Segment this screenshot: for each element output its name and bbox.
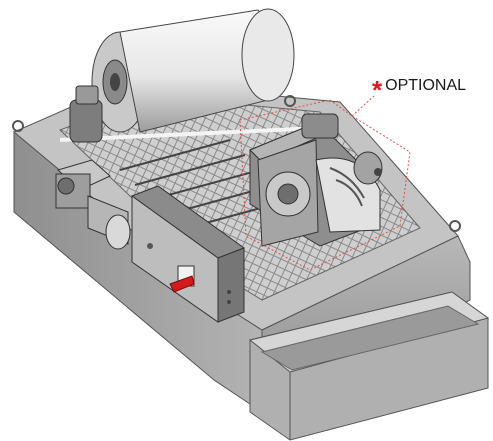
gear-motor: [55, 159, 131, 250]
optional-unit: [249, 113, 383, 247]
optional-outline: [239, 99, 411, 271]
main-switch: [169, 265, 195, 293]
optional-marker: *: [372, 75, 383, 105]
optional-label: OPTIONAL: [385, 77, 467, 94]
drum-motor: [69, 85, 103, 143]
optional-callout: * OPTIONAL: [372, 75, 467, 105]
paper-drum: [91, 8, 295, 133]
control-box: [130, 185, 246, 323]
collecting-tray: [248, 291, 490, 441]
callout-leader-line: [351, 95, 375, 117]
